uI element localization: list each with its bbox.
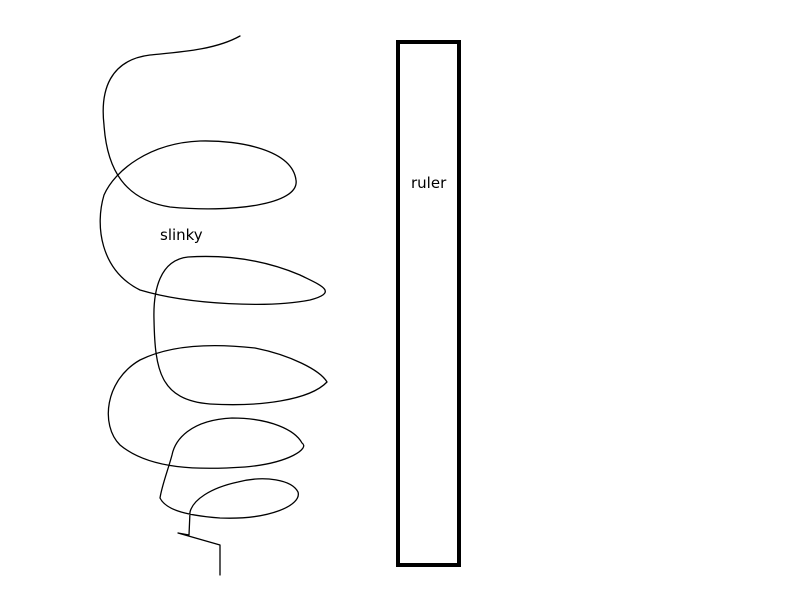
slinky-label: slinky xyxy=(160,226,203,244)
ruler-rectangle xyxy=(396,40,461,567)
ruler-label: ruler xyxy=(411,174,447,192)
slinky-coil xyxy=(99,35,328,576)
